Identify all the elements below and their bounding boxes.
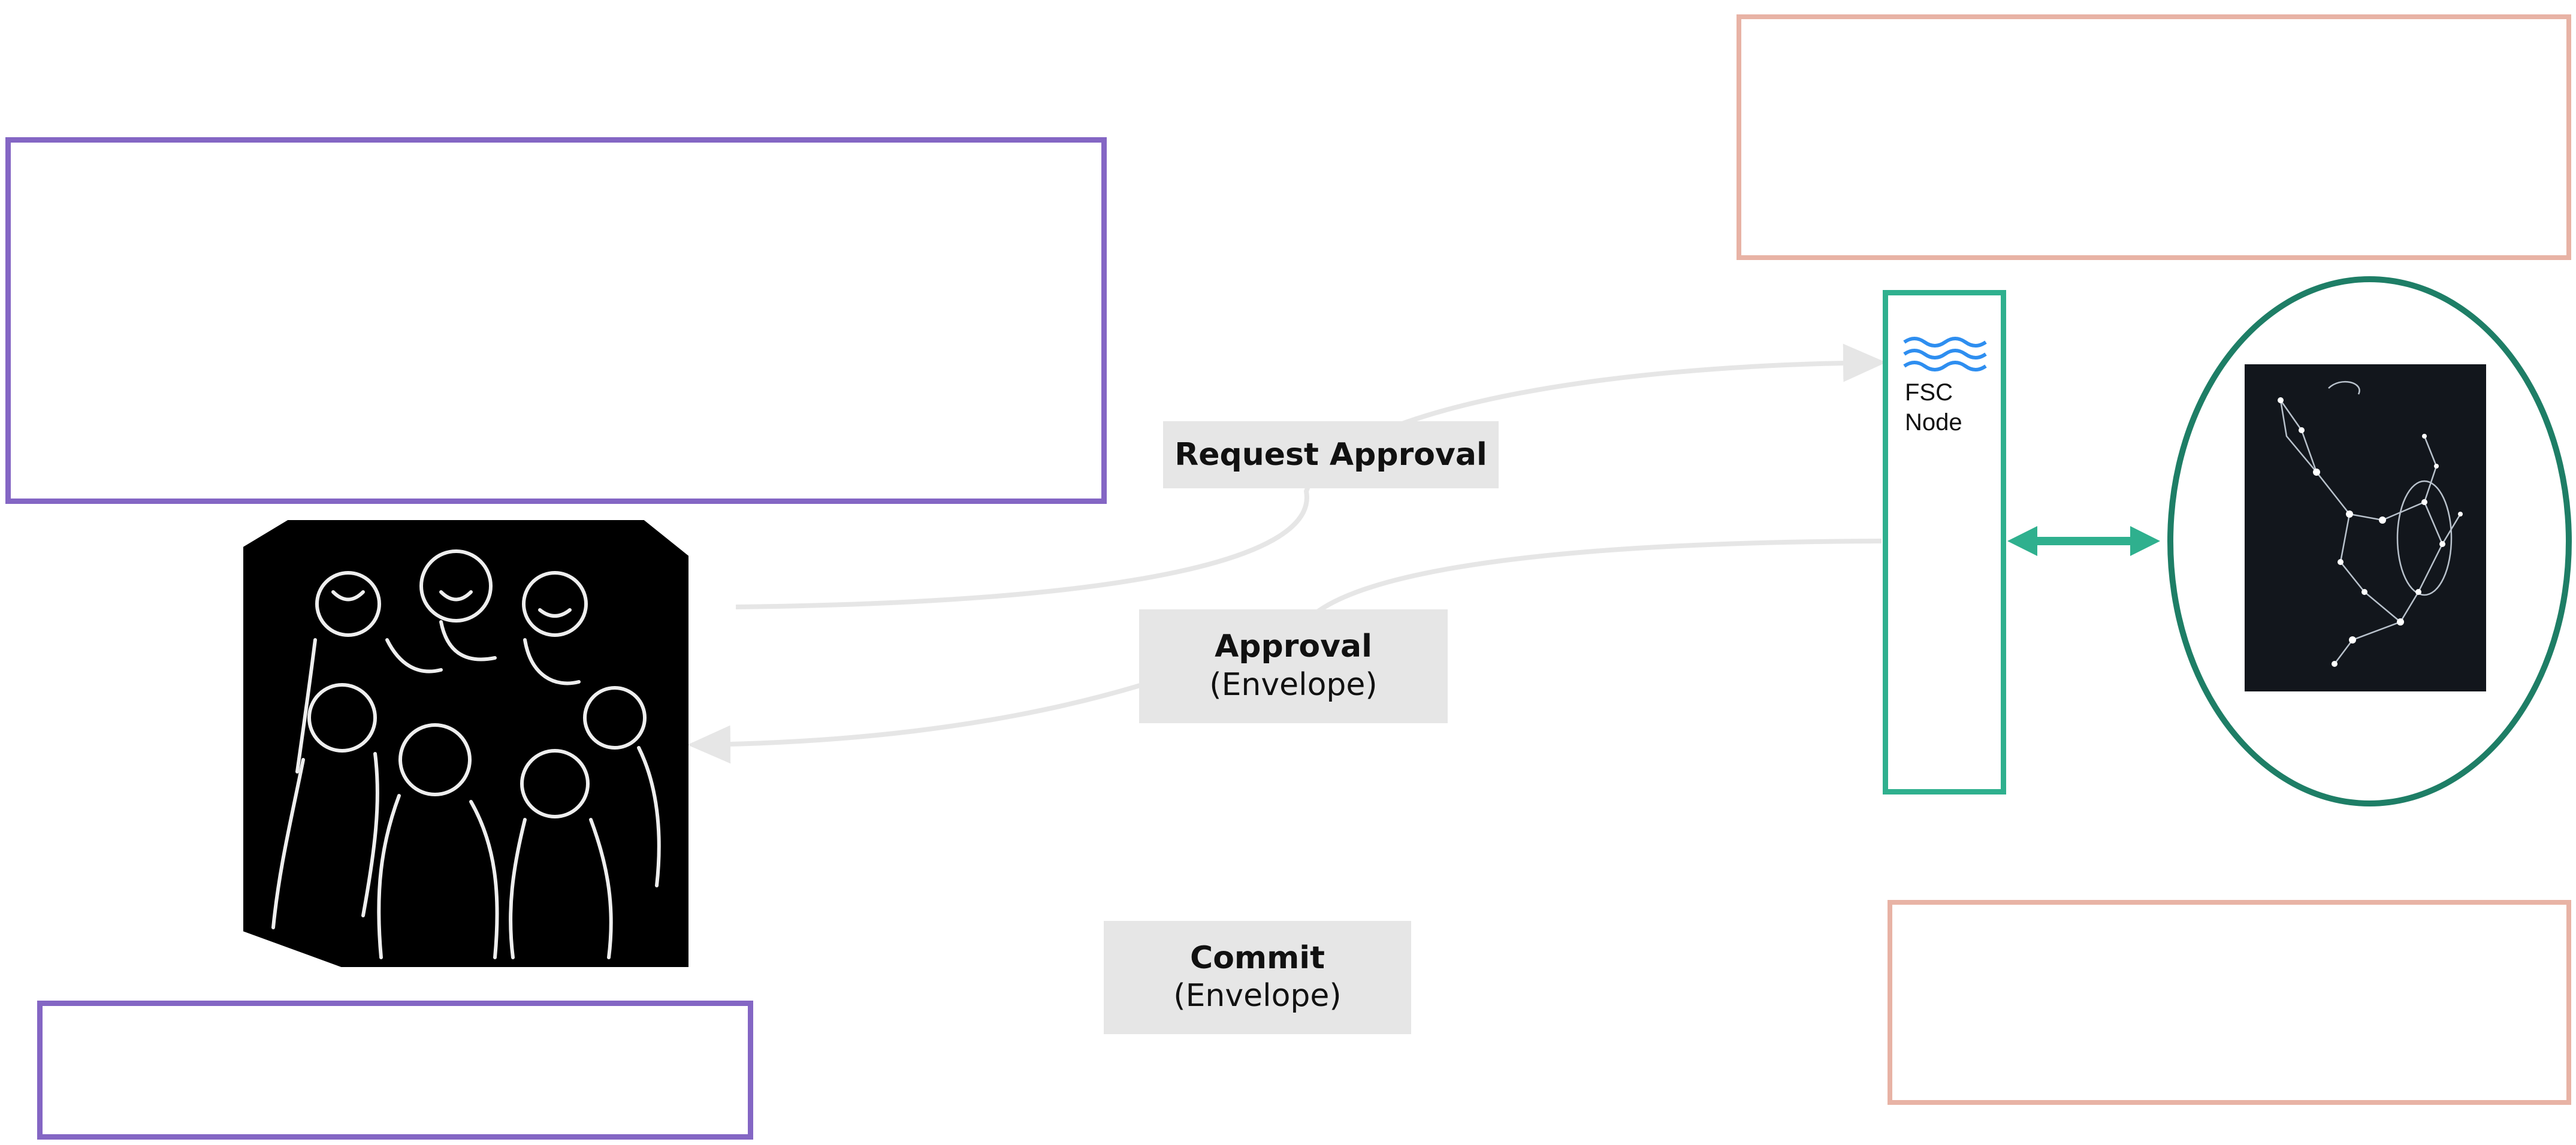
top-left-box xyxy=(5,137,1107,504)
fsc-node: FSC Node xyxy=(1883,290,2006,794)
fsc-node-line1: FSC xyxy=(1905,379,1953,406)
approval-label: Approval (Envelope) xyxy=(1139,609,1448,723)
approval-subtitle: (Envelope) xyxy=(1209,666,1378,703)
request-approval-arrow xyxy=(735,343,1886,609)
people-group-icon xyxy=(271,549,661,959)
commit-subtitle: (Envelope) xyxy=(1173,978,1342,1014)
approval-title: Approval xyxy=(1215,629,1372,665)
fsc-node-label: FSC Node xyxy=(1905,377,1962,437)
bidirectional-arrow xyxy=(2007,526,2160,556)
orion-constellation-icon xyxy=(2278,380,2463,667)
fsc-node-line2: Node xyxy=(1905,409,1962,436)
top-right-box xyxy=(1737,14,2571,260)
commit-title: Commit xyxy=(1190,939,1325,976)
people-illustration xyxy=(243,520,688,967)
request-approval-text: Request Approval xyxy=(1174,436,1487,473)
constellation-illustration xyxy=(2245,364,2486,691)
bottom-left-box xyxy=(37,1001,753,1140)
bottom-right-box xyxy=(1888,900,2571,1105)
commit-label: Commit (Envelope) xyxy=(1104,921,1411,1034)
wave-icon xyxy=(1903,337,1987,371)
request-approval-label: Request Approval xyxy=(1163,421,1499,488)
